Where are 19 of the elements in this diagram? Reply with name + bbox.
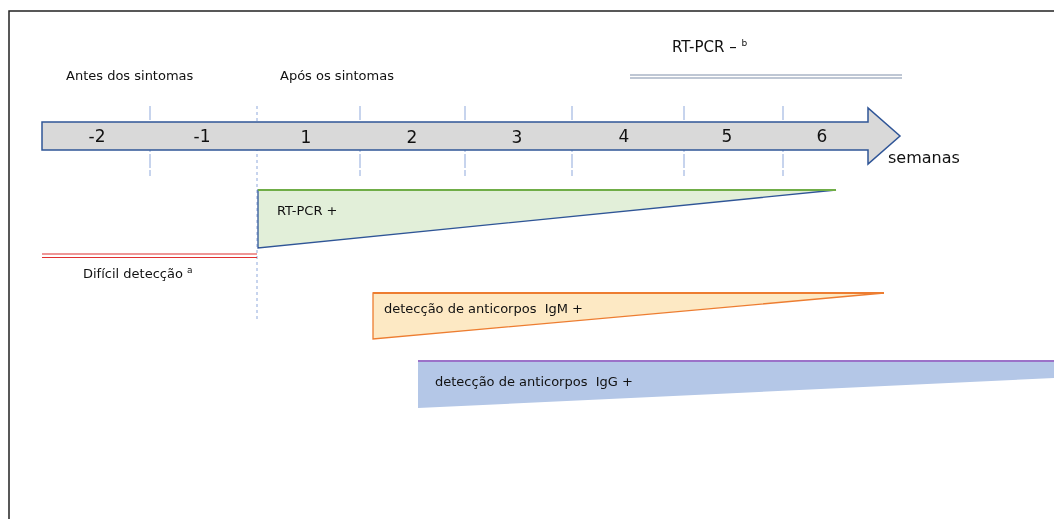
wedge-label: detecção de anticorpos IgG +: [435, 374, 633, 389]
wedge-label: detecção de anticorpos IgM +: [384, 301, 583, 316]
note-text: Difícil detecção $^{a}$: [83, 265, 193, 282]
week-number: 5: [721, 126, 733, 146]
detection-wedge: [417, 358, 1054, 410]
detection-wedge: [257, 189, 837, 249]
axis-unit-label: semanas: [888, 148, 960, 167]
detection-wedge: [372, 291, 885, 340]
week-number: 4: [618, 126, 630, 146]
week-number: 2: [406, 127, 418, 147]
week-number: -1: [193, 126, 211, 146]
period-label: Após os sintomas: [280, 68, 394, 83]
period-label: Antes dos sintomas: [66, 68, 194, 83]
wedge-label: RT-PCR +: [277, 203, 338, 218]
week-number: 6: [816, 126, 828, 146]
week-number: -2: [88, 126, 106, 146]
week-number: 1: [300, 127, 312, 147]
note-text: RT-PCR – $^{b}$: [672, 38, 748, 56]
week-number: 3: [511, 127, 523, 147]
